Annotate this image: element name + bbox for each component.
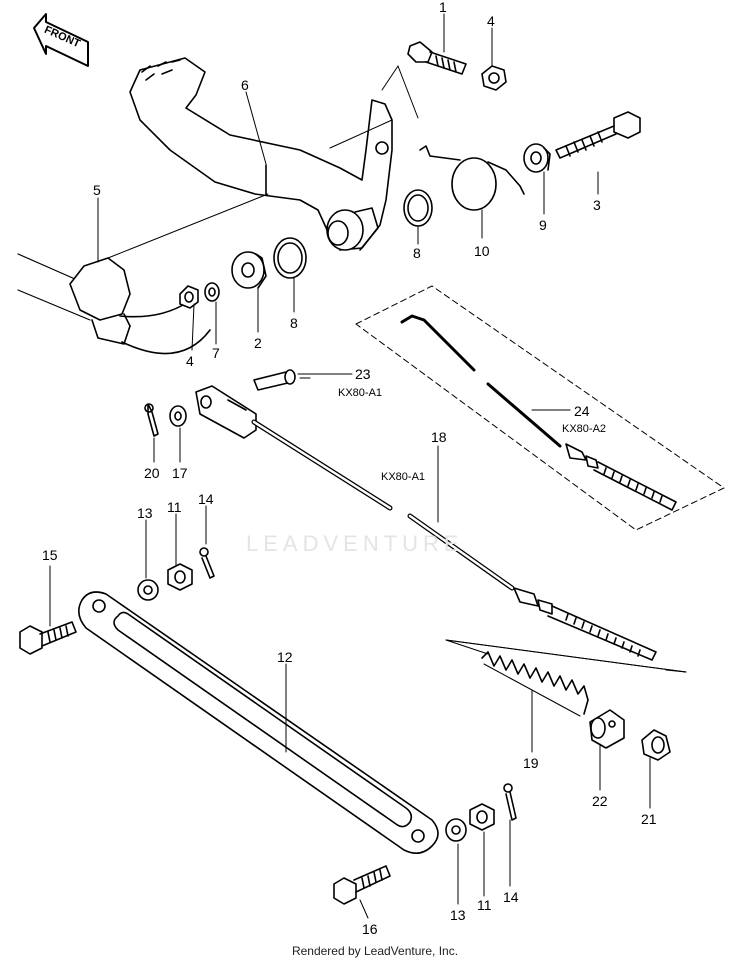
callout-7: 7: [212, 345, 220, 361]
callout-4-lower: 4: [186, 353, 194, 369]
callout-18: 18: [431, 429, 447, 445]
lower-nut: [179, 285, 199, 309]
callout-24: 24: [574, 403, 590, 419]
washer-13-upper: [137, 579, 159, 601]
washer-upper: [169, 405, 187, 427]
washer: [204, 282, 220, 302]
clevis-pin: [253, 369, 311, 391]
callout-6: 6: [241, 77, 249, 93]
callout-8-right: 8: [413, 245, 421, 261]
o-ring-left: [273, 237, 307, 279]
collar: [523, 143, 551, 173]
callout-1: 1: [439, 0, 447, 15]
bolt-16: [333, 865, 391, 905]
callout-8-left: 8: [290, 315, 298, 331]
callout-20: 20: [144, 465, 160, 481]
callout-11-upper: 11: [167, 499, 182, 515]
callout-9: 9: [539, 217, 547, 233]
brake-link: [78, 591, 439, 854]
return-spring: [419, 145, 525, 211]
callout-14-upper: 14: [198, 491, 214, 507]
callout-17: 17: [172, 465, 188, 481]
callout-19: 19: [523, 755, 539, 771]
variant-label-23: KX80-A1: [338, 387, 383, 399]
variant-label-18: KX80-A1: [381, 471, 426, 483]
callout-3: 3: [593, 197, 601, 213]
callout-16: 16: [362, 921, 378, 937]
nut-11-upper: [167, 563, 193, 591]
bolt-15: [19, 621, 77, 655]
callout-12: 12: [277, 649, 293, 665]
bracket-bolt: [555, 111, 641, 159]
cotter-pin-14-lower: [503, 783, 517, 821]
adjusting-nut: [641, 729, 671, 761]
variant-label-24: KX80-A2: [562, 423, 607, 435]
brake-spring: [481, 651, 589, 717]
cotter-pin-14-upper: [199, 547, 215, 579]
brake-pedal: [129, 57, 393, 251]
callout-10: 10: [474, 243, 490, 259]
o-ring-right: [403, 189, 433, 227]
washer-13-lower: [445, 818, 467, 842]
watermark: LEADVENTURE: [246, 531, 464, 556]
cotter-pin-upper: [144, 403, 159, 437]
callout-23: 23: [355, 366, 371, 382]
front-arrow-icon: [33, 13, 89, 67]
pedal-nut: [481, 65, 507, 91]
trunnion: [589, 709, 625, 749]
callout-22: 22: [592, 793, 608, 809]
callout-11-lower: 11: [477, 897, 492, 913]
callout-21: 21: [641, 811, 657, 827]
callout-5: 5: [93, 182, 101, 198]
callout-15: 15: [42, 547, 58, 563]
callout-13-upper: 13: [137, 505, 153, 521]
brake-rod-a2: [400, 314, 677, 511]
pedal-pivot-bolt: [407, 41, 467, 75]
callout-4-top: 4: [487, 13, 495, 29]
callout-14-lower: 14: [503, 889, 519, 905]
pivot-collar: [231, 251, 267, 289]
footer-credit: Rendered by LeadVenture, Inc.: [291, 944, 459, 958]
nut-11-lower: [469, 803, 495, 831]
callout-13-lower: 13: [450, 907, 466, 923]
callout-2: 2: [254, 335, 262, 351]
frame-bracket: [69, 257, 211, 355]
brake-rod-a1: [195, 385, 657, 661]
